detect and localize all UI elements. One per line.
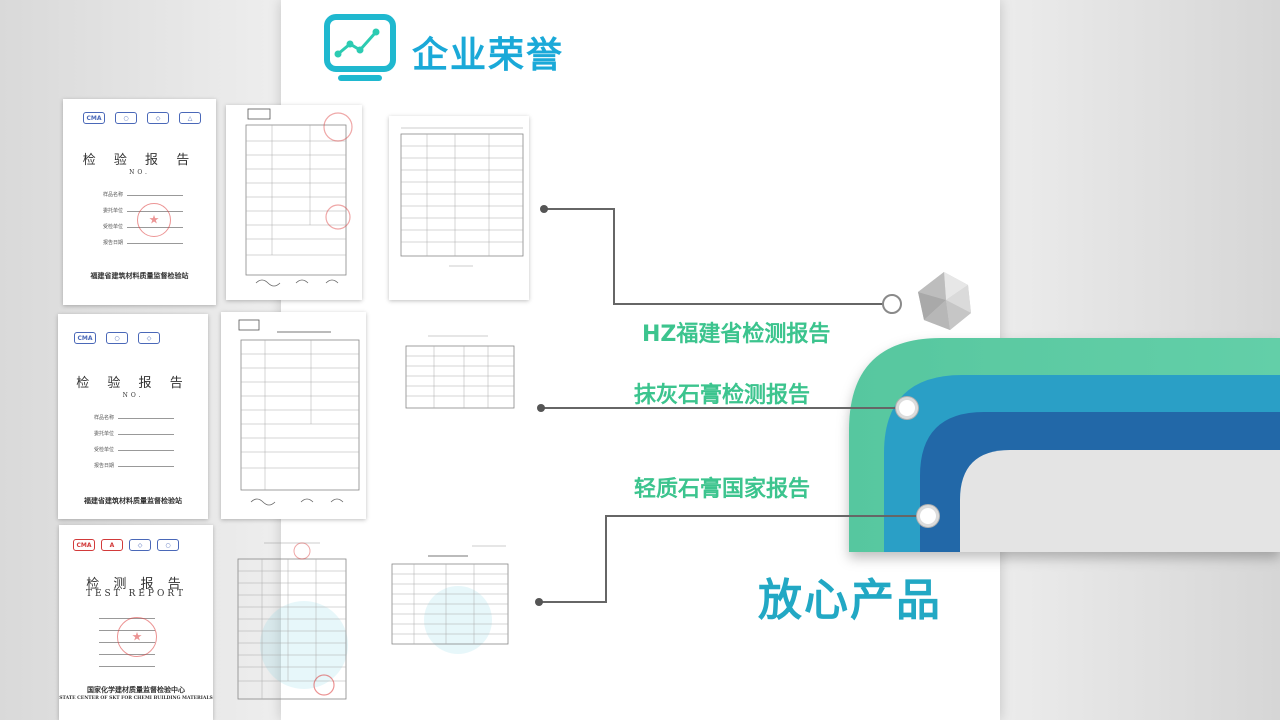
field-label: 样品名称 xyxy=(103,192,124,198)
report-page-3a[interactable] xyxy=(224,535,354,720)
connector-dot xyxy=(540,205,548,213)
product-title: 放心产品 xyxy=(758,575,942,626)
red-stamp xyxy=(117,617,157,657)
issuing-org: 国家化学建材质量监督检验中心 xyxy=(87,685,185,694)
report-label-plaster[interactable]: 抹灰石膏检测报告 xyxy=(634,383,811,408)
certificate-cover-3[interactable]: CMA A ◇ ○ 检 测 报 告 TEST REPORT 国家化学建材质量监督… xyxy=(59,525,213,720)
connector-node xyxy=(896,397,918,419)
report-page-1b[interactable] xyxy=(389,116,529,300)
cert-logo: △ xyxy=(179,112,201,124)
field-label: 报告日期 xyxy=(103,240,124,246)
issuing-org-en: STATE CENTER OF SKT FOR CHEMI BUILDING M… xyxy=(59,696,213,701)
connector-dot xyxy=(537,404,545,412)
cma-logo: CMA xyxy=(74,332,96,344)
cert-logo: ◇ xyxy=(147,112,169,124)
page-title: 企业荣誉 xyxy=(412,35,565,76)
connector-line-3 xyxy=(539,515,928,603)
connector-line-1 xyxy=(544,208,892,305)
cma-logo: CMA xyxy=(83,112,105,124)
report-label-lightweight-gypsum[interactable]: 轻质石膏国家报告 xyxy=(634,477,811,502)
chart-monitor-icon xyxy=(324,14,396,81)
issuing-org: 福建省建筑材料质量监督检验站 xyxy=(84,496,182,505)
certificate-cover-2[interactable]: CMA ○ ◇ 检 验 报 告 NO. 样品名称 委托单位 受检单位 报告日期 … xyxy=(58,314,208,519)
connector-dot xyxy=(535,598,543,606)
report-label-hz-fujian[interactable]: HZ福建省检测报告 xyxy=(642,322,831,347)
certificate-cover-1[interactable]: CMA ○ ◇ △ 检 验 报 告 NO. 样品名称 委托单位 受检单位 报告日… xyxy=(63,99,216,305)
cert-logo: ○ xyxy=(157,539,179,551)
report-number: NO. xyxy=(122,392,144,399)
cert-logo: ○ xyxy=(106,332,128,344)
form-table xyxy=(238,319,360,506)
report-page-2a[interactable] xyxy=(221,312,366,519)
form-table xyxy=(405,335,515,409)
cert-logo: A xyxy=(101,539,123,551)
field-label: 委托单位 xyxy=(94,431,115,437)
form-table xyxy=(245,108,353,287)
form-table xyxy=(400,127,524,267)
field-label: 受检单位 xyxy=(94,447,115,453)
cert-logo: ◇ xyxy=(129,539,151,551)
cma-logo: CMA xyxy=(73,539,95,551)
field-label: 报告日期 xyxy=(94,463,115,469)
connector-node xyxy=(917,505,939,527)
cert-logos: CMA ○ ◇ △ xyxy=(83,112,201,124)
cover-title: 检 验 报 告 xyxy=(76,376,190,391)
cert-logo: ○ xyxy=(115,112,137,124)
form-table xyxy=(391,545,509,654)
field-label: 委托单位 xyxy=(103,208,124,214)
connector-node xyxy=(882,294,902,314)
cert-logos: CMA A ◇ ○ xyxy=(73,539,179,551)
cover-subtitle: TEST REPORT xyxy=(85,589,186,599)
form-table xyxy=(237,542,348,700)
cover-title: 检 验 报 告 xyxy=(82,153,197,168)
field-label: 样品名称 xyxy=(94,415,115,421)
cert-logos: CMA ○ ◇ xyxy=(74,332,160,344)
cover-title: 检 测 报 告 xyxy=(86,577,186,592)
report-page-2b[interactable] xyxy=(388,318,528,438)
polyhedron-icon xyxy=(918,272,971,330)
field-label: 受检单位 xyxy=(103,224,124,230)
report-page-3b[interactable] xyxy=(388,540,514,660)
red-stamp xyxy=(137,203,171,237)
cert-logo: ◇ xyxy=(138,332,160,344)
report-number: NO. xyxy=(129,169,150,176)
report-page-1a[interactable] xyxy=(226,105,362,300)
issuing-org: 福建省建筑材料质量监督检验站 xyxy=(90,271,189,280)
